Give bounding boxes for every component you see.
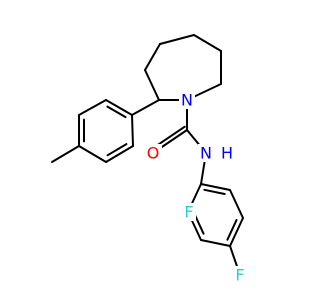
aryl-bond	[78, 99, 107, 116]
fluoro-aryl-bond	[229, 217, 244, 247]
molecule-structure: N O N H F F	[51, 34, 247, 285]
aryl-bond	[105, 145, 134, 163]
ring-bond	[159, 34, 195, 45]
atom-nh-amide: N H	[198, 144, 235, 163]
aryl-bond	[105, 99, 133, 116]
fluoro-aryl-bond	[229, 189, 244, 219]
atom-nh-amide-label: N	[200, 144, 212, 163]
atom-f-ortho-label: F	[184, 203, 193, 222]
atom-f-ortho: F	[182, 203, 196, 222]
methyl-bond	[51, 145, 80, 163]
atom-f-para: F	[233, 266, 247, 285]
ring-bond	[144, 43, 161, 71]
aromatic-inner-bond	[226, 219, 238, 241]
fluoro-aryl-bond	[200, 239, 231, 247]
atom-o-carbonyl-label: O	[147, 144, 160, 163]
atom-n-ring-label: N	[181, 91, 193, 110]
aromatic-inner-bond	[106, 143, 128, 157]
atom-o-carbonyl: O	[144, 144, 162, 163]
aryl-bond	[78, 145, 107, 163]
fluoro-aryl-bond	[200, 183, 231, 191]
atom-h-amide-label: H	[221, 144, 233, 163]
atom-labels: N O N H F F	[144, 91, 247, 285]
bonds	[51, 34, 244, 276]
atom-n-ring: N	[179, 91, 195, 110]
atom-f-para-label: F	[235, 266, 244, 285]
aromatic-inner-bond	[193, 213, 205, 235]
ring-bond	[193, 34, 222, 52]
aryl-bond	[131, 114, 134, 147]
aryl-link-bond	[131, 99, 160, 116]
ring-bond	[144, 69, 160, 101]
aromatic-inner-bond	[106, 105, 127, 119]
aromatic-inner-bond	[203, 188, 226, 195]
